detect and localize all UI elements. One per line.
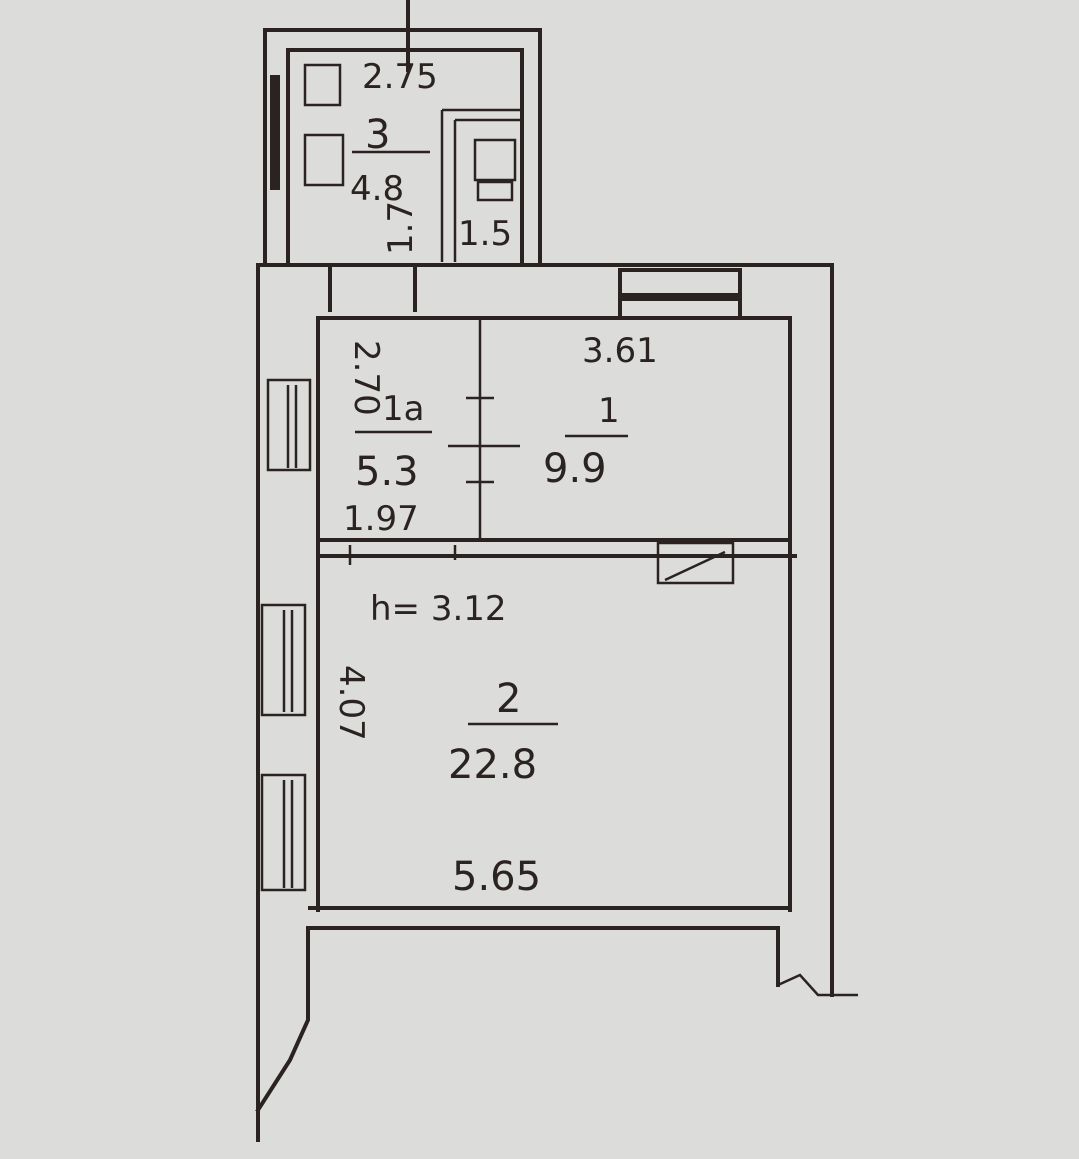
room-2-ceiling-height: h= 3.12 (370, 589, 507, 629)
room-2-width: 5.65 (452, 854, 541, 900)
kitchen-width: 2.75 (362, 57, 438, 97)
kitchen-depth: 1.7 (381, 201, 421, 255)
room-1a-width: 1.97 (343, 499, 419, 539)
room-1-number: 1 (598, 391, 620, 431)
walls (255, 0, 858, 1142)
room-2-height: 4.07 (331, 665, 371, 741)
room-2-number: 2 (496, 676, 521, 722)
kitchen-number: 3 (365, 112, 390, 158)
room-1a-area: 5.3 (355, 449, 419, 495)
kitchen-area: 4.8 (350, 169, 404, 209)
room-2-area: 22.8 (448, 742, 537, 788)
room-1-area: 9.9 (543, 446, 607, 492)
labels: 2.75 3 4.8 1.7 1.5 2.70 1a 5.3 1.97 3.61… (331, 57, 658, 900)
room-1a-height: 2.70 (346, 340, 386, 416)
room-1a-number: 1a (382, 389, 424, 429)
bathroom-area: 1.5 (458, 214, 512, 254)
room-1-width: 3.61 (582, 331, 658, 371)
